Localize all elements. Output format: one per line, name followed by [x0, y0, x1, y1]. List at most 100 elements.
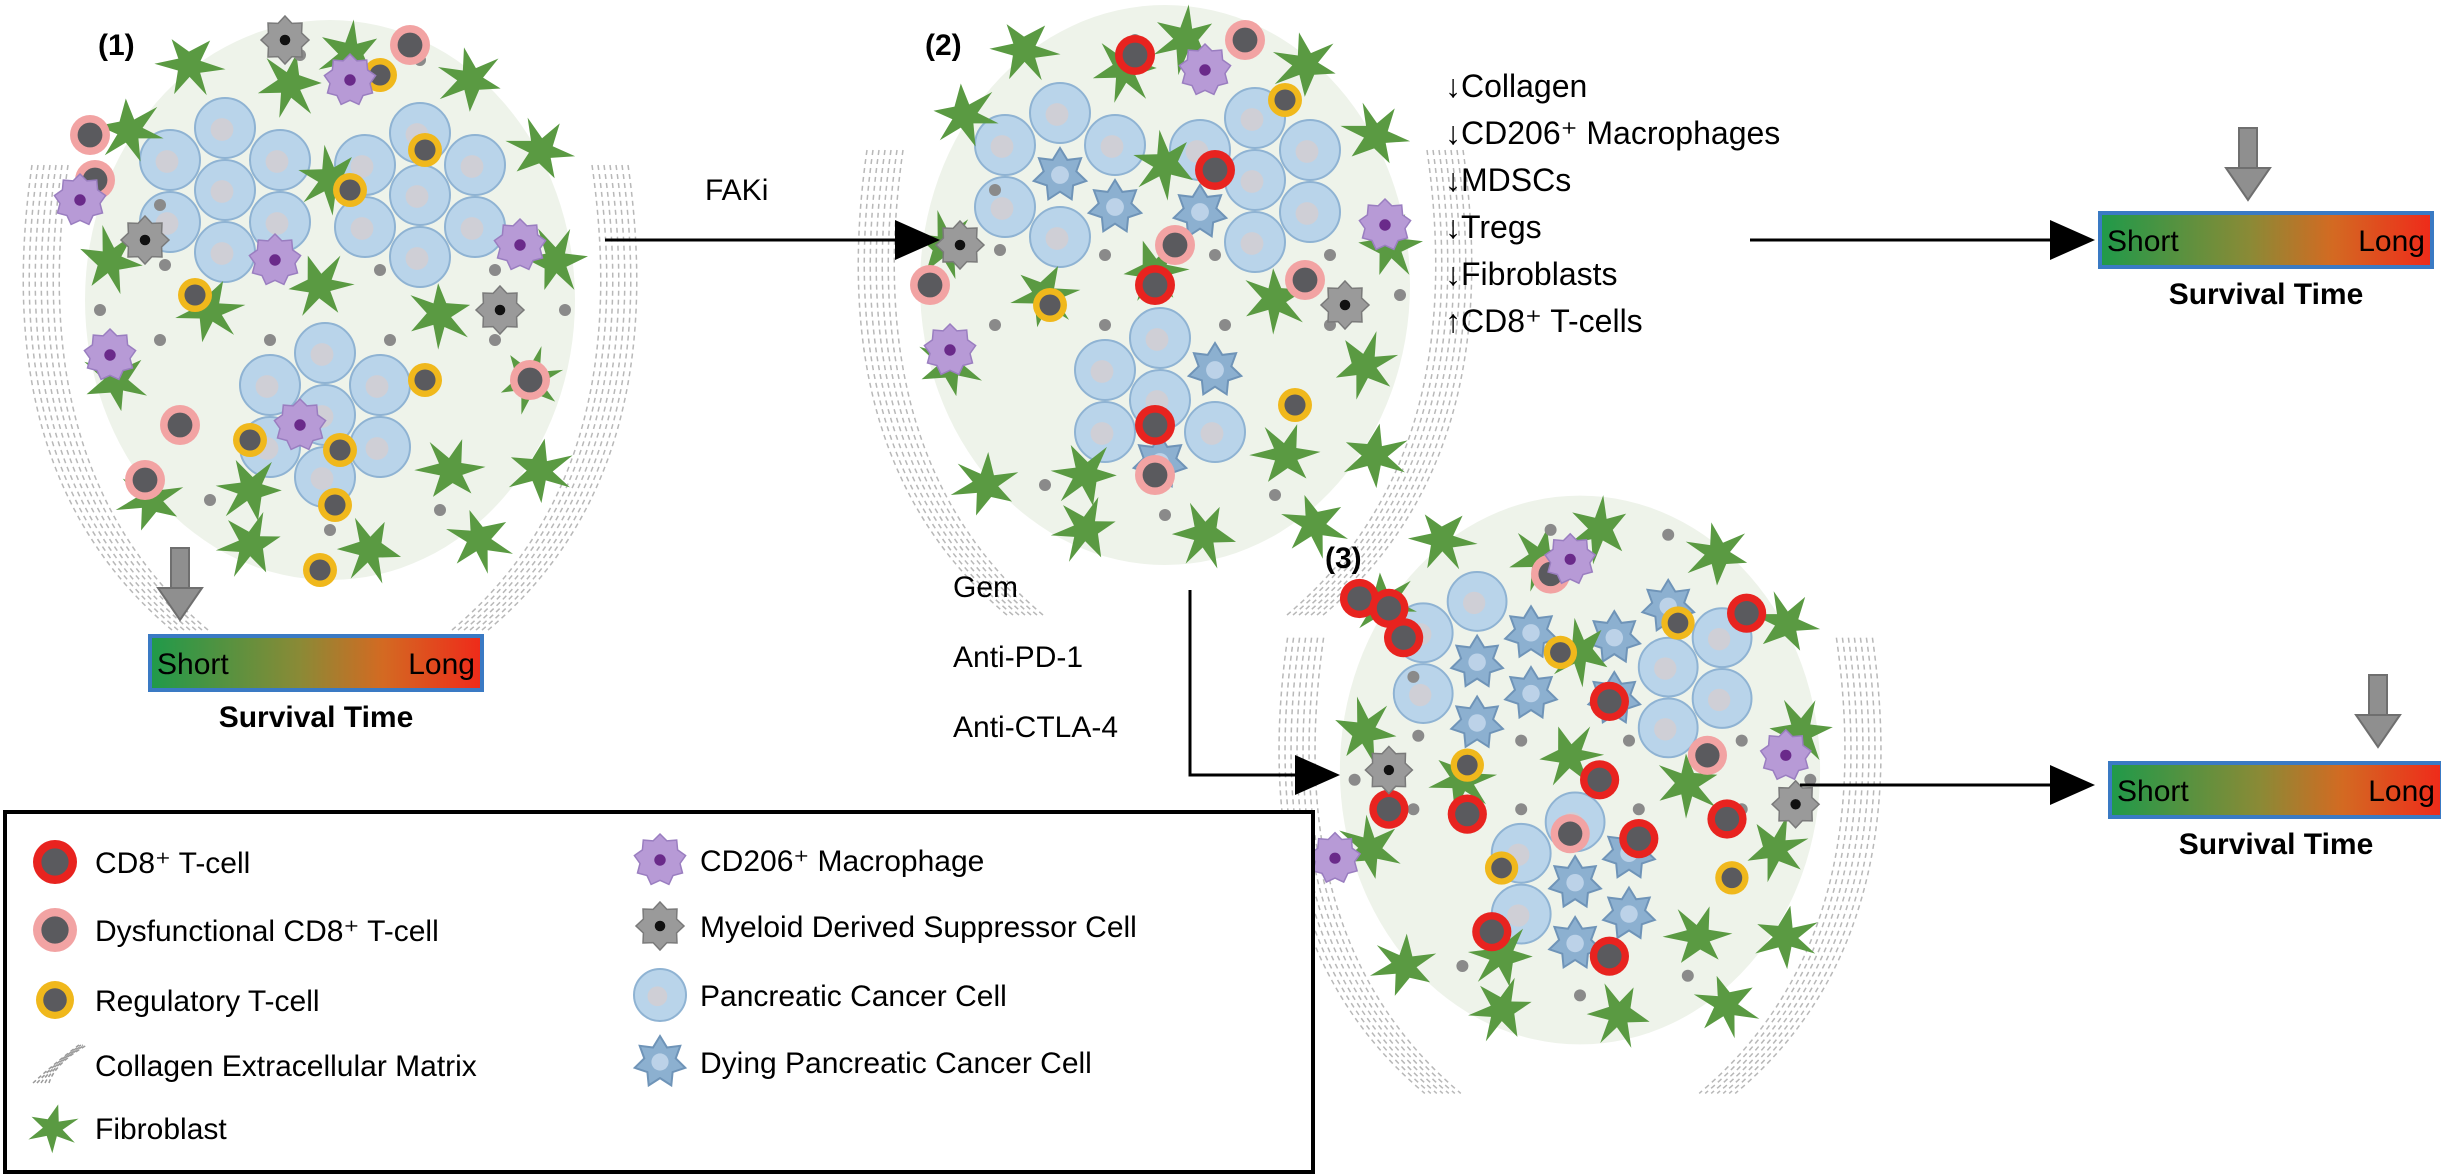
pancreatic-cancer-cell: [1637, 697, 1699, 759]
cd8-t-cell: [1369, 588, 1409, 628]
stroma-node: [204, 494, 216, 506]
fibroblast: [215, 460, 282, 521]
fibroblast: [1339, 814, 1401, 879]
combo-label-anti-pd1: Anti-PD-1: [953, 641, 1083, 674]
stroma-node: [1219, 319, 1231, 331]
fibroblast: [1369, 933, 1437, 996]
pancreatic-cancer-cell: [974, 176, 1036, 238]
fibroblast: [446, 510, 513, 574]
dying-pancreatic-cancer-cell: [1171, 183, 1229, 239]
down-arrow-icon: [156, 547, 204, 622]
regulatory-t-cell: [178, 278, 212, 312]
fibroblast: [336, 517, 402, 584]
regulatory-t-cell: [363, 58, 397, 92]
cd206-macrophage: [1544, 532, 1597, 585]
stroma-node: [1039, 479, 1051, 491]
survival-title: Survival Time: [2179, 828, 2374, 861]
effect-item: ↓CD206⁺ Macrophages: [1445, 115, 1780, 151]
survival-gradient-bar: [2108, 761, 2441, 819]
fibroblast: [1340, 102, 1411, 164]
dysfunctional-t-cell-icon: [33, 908, 77, 952]
pancreatic-cancer-cell: [239, 354, 301, 416]
fibroblast: [1281, 495, 1348, 559]
pancreatic-cancer-cell: [974, 114, 1036, 176]
stroma-node: [1515, 803, 1528, 816]
fibroblast: [1133, 129, 1193, 201]
regulatory-t-cell: [323, 433, 357, 467]
pancreatic-cancer-cell: [349, 416, 411, 478]
stroma-node: [1159, 509, 1171, 521]
collagen-matrix: [1278, 637, 1882, 1094]
dying-pancreatic-cancer-cell: [1186, 341, 1244, 397]
panel-label-1: (1): [98, 29, 135, 62]
pancreatic-cancer-cell: [1224, 211, 1286, 273]
legend-label: Dysfunctional CD8⁺ T-cell: [95, 915, 439, 948]
fibroblast: [1568, 495, 1627, 565]
survival-title: Survival Time: [2169, 278, 2364, 311]
stroma-node: [559, 304, 571, 316]
dying-pancreatic-cancer-cell: [1449, 633, 1505, 688]
dysfunctional-cd8-t-cell: [1135, 455, 1175, 495]
fibroblast: [1468, 977, 1532, 1042]
dying-pancreatic-cancer-cell: [1449, 694, 1505, 749]
cd8-t-cell-icon: [33, 840, 77, 884]
mdsc: [1364, 745, 1414, 795]
stroma-node: [1407, 670, 1420, 683]
stroma-node: [1099, 319, 1111, 331]
pancreatic-cancer-cell: [444, 196, 506, 258]
pancreatic-cancer-cell: [1224, 149, 1286, 211]
dying-pancreatic-cancer-cell: [1086, 178, 1144, 234]
cd206-macrophage: [53, 172, 107, 226]
cd8-t-cell: [1707, 799, 1747, 839]
effects-list: ↓Collagen↓CD206⁺ Macrophages↓MDSCs↓Tregs…: [1445, 68, 1780, 339]
pancreatic-cancer-cell: [349, 354, 411, 416]
stroma-node: [1544, 523, 1557, 536]
fibroblast: [1539, 726, 1605, 786]
regulatory-t-cell: [1268, 83, 1302, 117]
pancreatic-cancer-cell: [1029, 206, 1091, 268]
mdsc: [934, 219, 986, 271]
pancreatic-cancer-cell: [1446, 571, 1508, 632]
dysfunctional-cd8-t-cell: [70, 115, 110, 155]
dysfunctional-cd8-t-cell: [1550, 814, 1590, 854]
pancreatic-cancer-cell: [1029, 82, 1091, 144]
effect-text: MDSCs: [1461, 162, 1571, 198]
stroma-node: [1623, 734, 1635, 747]
pancreatic-cancer-cell: [194, 221, 256, 283]
fibroblast: [1249, 424, 1321, 482]
fibroblast: [1658, 753, 1718, 819]
effect-arrow: ↑: [1445, 303, 1461, 339]
pancreatic-cancer-cell: [389, 226, 451, 288]
stroma-node: [1632, 803, 1645, 816]
legend-label: CD206⁺ Macrophage: [700, 845, 984, 878]
fibroblast: [437, 47, 501, 112]
stroma-node: [989, 184, 1001, 196]
pancreatic-cancer-cell: [1637, 636, 1699, 698]
stroma-node: [994, 244, 1006, 256]
cd206-macrophage: [323, 52, 377, 106]
dysfunctional-cd8-t-cell: [910, 265, 950, 305]
legend-label: CD8⁺ T-cell: [95, 847, 250, 880]
stroma-node: [94, 304, 106, 316]
effect-text: CD206⁺ Macrophages: [1461, 115, 1780, 151]
faki-label: FAKi: [705, 174, 768, 207]
effect-item: ↓Fibroblasts: [1445, 256, 1618, 292]
fibroblast: [98, 98, 164, 162]
effect-item: ↓Tregs: [1445, 209, 1542, 245]
cd8-t-cell: [1447, 794, 1487, 834]
effect-arrow: ↓: [1445, 115, 1461, 151]
dysfunctional-cd8-t-cell: [390, 25, 430, 65]
down-arrow-icon: [2354, 674, 2402, 749]
cd8-t-cell: [1195, 150, 1235, 190]
effect-arrow: ↓: [1445, 162, 1461, 198]
fibroblast: [1467, 926, 1533, 987]
cd8-t-cell: [1619, 819, 1659, 859]
survival-long-label: Long: [408, 648, 475, 681]
fibroblast: [1685, 522, 1748, 586]
cd8-t-cell: [1135, 265, 1175, 305]
collagen-matrix: [22, 164, 638, 631]
fibroblast: [1693, 975, 1760, 1039]
combo-arrow: [1188, 590, 1340, 795]
